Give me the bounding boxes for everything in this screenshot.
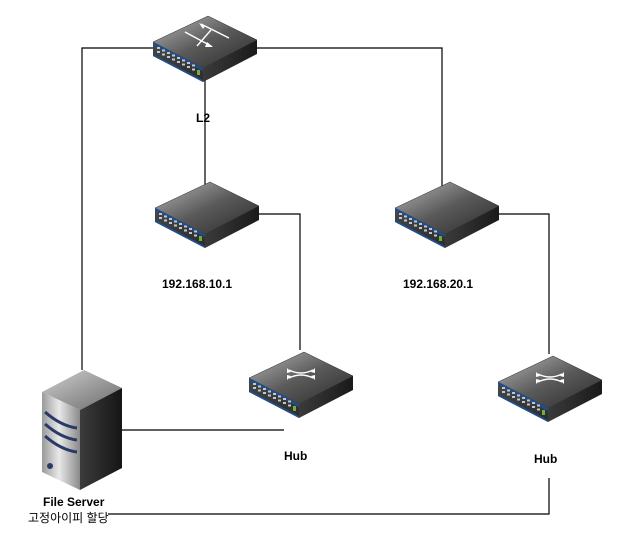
hub-icon — [287, 368, 315, 380]
file-server-sublabel: 고정아이피 할당 — [28, 511, 109, 525]
l2-switch — [152, 15, 258, 83]
hub-icon — [536, 372, 564, 384]
router-b-label: 192.168.20.1 — [403, 277, 474, 291]
hub-a-label: Hub — [284, 449, 308, 463]
server-icon — [42, 370, 122, 490]
edge-l2-router-b — [250, 47, 443, 186]
file-server-label: File Server — [43, 495, 105, 509]
edge-l2-fileserver — [81, 47, 155, 370]
file-server — [42, 370, 122, 490]
hub-b — [497, 355, 603, 423]
hub-a — [248, 351, 354, 419]
connection-lines — [81, 47, 550, 515]
layer2-switch-icon — [184, 23, 230, 47]
edge-router-a-hub-a — [252, 213, 301, 350]
router-a — [154, 181, 260, 249]
router-a-label: 192.168.10.1 — [162, 277, 233, 291]
router-b — [394, 181, 500, 249]
l2-switch-label: L2 — [196, 111, 211, 125]
edge-router-b-hub-b — [492, 213, 550, 354]
hub-b-label: Hub — [534, 452, 558, 466]
edge-fileserver-hub-b — [108, 478, 550, 515]
